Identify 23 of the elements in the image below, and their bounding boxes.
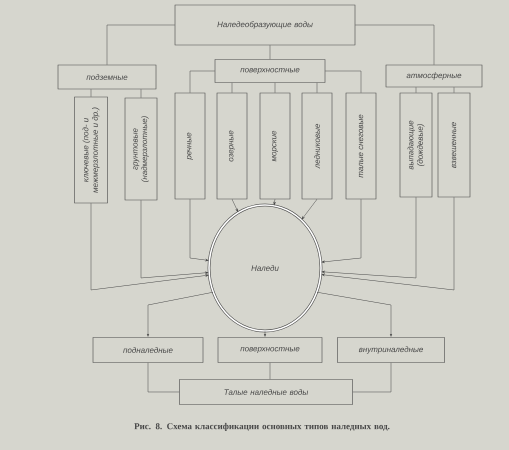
arrow [140, 200, 208, 278]
arrow [190, 199, 209, 262]
figure-caption: Рис. 8. Схема классификации основных типов наледных вод. [134, 422, 390, 432]
connector-line [140, 89, 142, 98]
connector-line [355, 24, 434, 65]
arrow [316, 292, 392, 337]
arrow [321, 197, 454, 290]
arrow [322, 197, 416, 278]
arrow [302, 199, 318, 220]
arrow [264, 331, 266, 337]
connector-line [90, 89, 92, 97]
connector-line [274, 82, 276, 93]
arrow [232, 199, 238, 212]
connector-line [352, 362, 392, 392]
arrow [90, 203, 209, 290]
connector-line [316, 82, 318, 93]
arrow [146, 292, 214, 337]
connector-line [190, 70, 215, 93]
connector-line [325, 70, 362, 93]
arrow [273, 199, 276, 206]
arrow [322, 199, 362, 263]
connector-line [106, 24, 175, 65]
connector-line [148, 362, 180, 392]
